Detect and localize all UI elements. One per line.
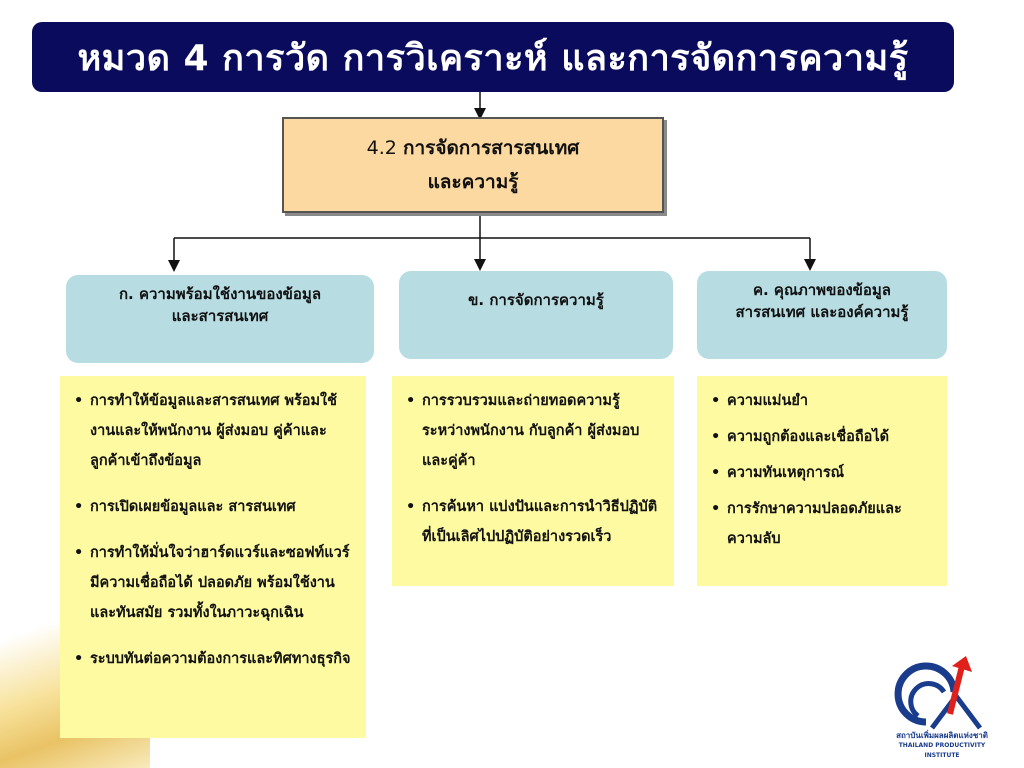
detail-list: การทำให้ข้อมูลและสารสนเทศ พร้อมใช้งานและ…: [72, 386, 356, 674]
list-item: การทำให้ข้อมูลและสารสนเทศ พร้อมใช้งานและ…: [72, 386, 356, 476]
list-item: การรักษาความปลอดภัยและความลับ: [709, 494, 937, 554]
detail-box-knowledge-management: การรวบรวมและถ่ายทอดความรู้ระหว่างพนักงาน…: [392, 376, 674, 586]
section-box-line1: 4.2 การจัดการสารสนเทศ: [367, 131, 580, 165]
section-box-line2: และความรู้: [427, 171, 519, 193]
list-item: การทำให้มั่นใจว่าฮาร์ดแวร์และซอฟท์แวร์มี…: [72, 538, 356, 628]
category-heading-line2: สารสนเทศ และองค์ความรู้: [735, 303, 909, 321]
logo-name-english: THAILAND PRODUCTIVITY INSTITUTE: [898, 742, 986, 759]
list-item: ความถูกต้องและเชื่อถือได้: [709, 422, 937, 452]
section-box-4-2: 4.2 การจัดการสารสนเทศ และความรู้: [282, 117, 664, 213]
list-item: การเปิดเผยข้อมูลและ สารสนเทศ: [72, 492, 356, 522]
section-name: การจัดการสารสนเทศ: [402, 137, 580, 159]
category-heading-line2: และสารสนเทศ: [171, 307, 269, 325]
tpi-logo-icon: [894, 656, 982, 730]
detail-box-availability: การทำให้ข้อมูลและสารสนเทศ พร้อมใช้งานและ…: [60, 376, 366, 738]
list-item: การค้นหา แบ่งปันและการนำวิธีปฏิบัติที่เป…: [404, 492, 664, 552]
category-box-availability: ก. ความพร้อมใช้งานของข้อมูล และสารสนเทศ: [66, 275, 374, 363]
detail-list: การรวบรวมและถ่ายทอดความรู้ระหว่างพนักงาน…: [404, 386, 664, 552]
logo-caption: สถาบันเพิ่มผลผลิตแห่งชาติ THAILAND PRODU…: [886, 731, 998, 761]
list-item: ระบบทันต่อความต้องการและทิศทางธุรกิจ: [72, 644, 356, 674]
category-heading-line1: ค. คุณภาพของข้อมูล: [752, 281, 892, 299]
section-number: 4.2: [366, 137, 403, 159]
list-item: การรวบรวมและถ่ายทอดความรู้ระหว่างพนักงาน…: [404, 386, 664, 476]
detail-box-quality: ความแม่นยำ ความถูกต้องและเชื่อถือได้ ควา…: [697, 376, 947, 586]
logo-name-thai: สถาบันเพิ่มผลผลิตแห่งชาติ: [896, 731, 988, 740]
detail-list: ความแม่นยำ ความถูกต้องและเชื่อถือได้ ควา…: [709, 386, 937, 554]
category-heading-line1: ข. การจัดการความรู้: [468, 291, 604, 309]
list-item: ความทันเหตุการณ์: [709, 458, 937, 488]
list-item: ความแม่นยำ: [709, 386, 937, 416]
category-box-knowledge-management: ข. การจัดการความรู้: [399, 271, 673, 359]
slide-title-bar: หมวด 4 การวัด การวิเคราะห์ และการจัดการค…: [32, 22, 954, 92]
category-box-quality: ค. คุณภาพของข้อมูล สารสนเทศ และองค์ความร…: [697, 271, 947, 359]
category-heading-line1: ก. ความพร้อมใช้งานของข้อมูล: [118, 285, 322, 303]
slide-title: หมวด 4 การวัด การวิเคราะห์ และการจัดการค…: [77, 37, 909, 79]
